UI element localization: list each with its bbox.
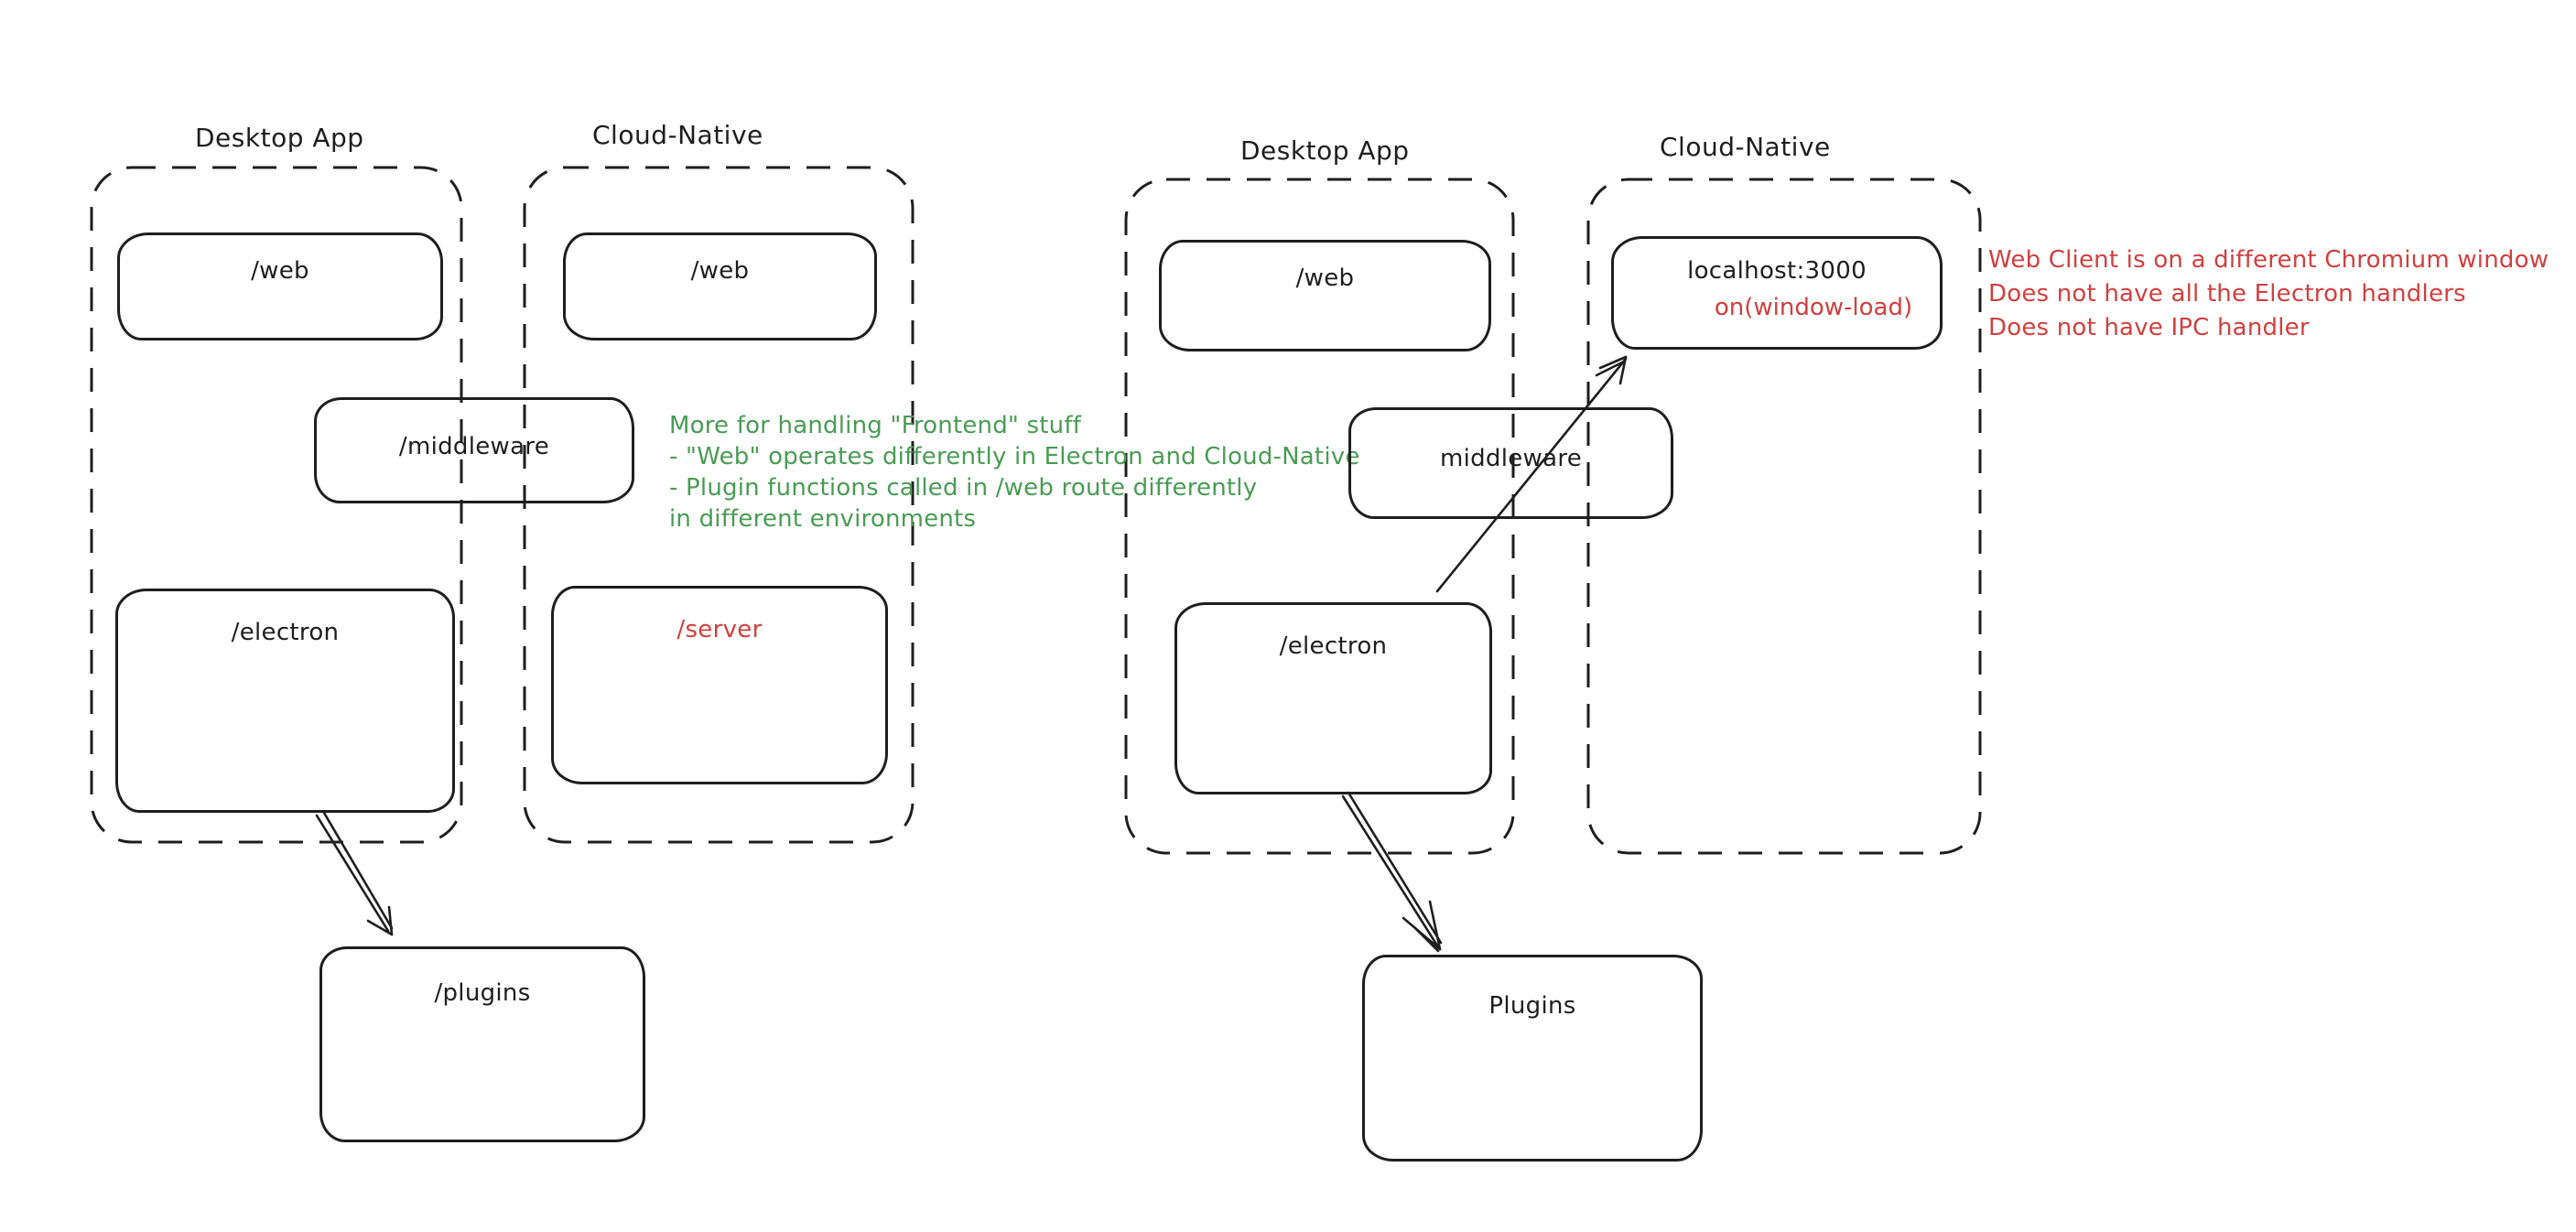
green-note-line-4: in different environments <box>669 505 977 533</box>
arrow-left-electron-to-plugins <box>315 811 394 936</box>
red-note-line-3: Does not have IPC handler <box>1988 314 2310 341</box>
right-electron-label: /electron <box>1279 632 1388 660</box>
left-middleware-box: /middleware <box>314 397 634 503</box>
left-cloud-web-label: /web <box>690 257 750 285</box>
right-web-label: /web <box>1295 265 1355 292</box>
localhost-label: localhost:3000 <box>1687 257 1867 285</box>
left-electron-box: /electron <box>115 589 455 813</box>
left-cloud-web-box: /web <box>563 232 877 340</box>
right-plugins-box: Plugins <box>1362 955 1703 1162</box>
left-server-label: /server <box>676 616 763 643</box>
right-desktop-title: Desktop App <box>1240 135 1410 166</box>
right-cloud-title: Cloud-Native <box>1660 132 1831 162</box>
right-middleware-box: middleware <box>1348 407 1673 519</box>
left-electron-label: /electron <box>231 619 340 646</box>
left-cloud-container-outline <box>523 166 915 844</box>
right-middleware-label: middleware <box>1439 445 1583 472</box>
left-plugins-label: /plugins <box>434 979 531 1007</box>
left-web-label: /web <box>251 257 309 285</box>
arrow-right-electron-to-localhost <box>1435 355 1628 593</box>
green-note-line-2: - "Web" operates differently in Electron… <box>669 443 1360 470</box>
left-middleware-label: /middleware <box>398 433 550 460</box>
green-note-line-3: - Plugin functions called in /web route … <box>669 474 1258 502</box>
red-note-line-1: Web Client is on a different Chromium wi… <box>1988 246 2549 274</box>
left-web-box: /web <box>117 232 443 340</box>
right-web-box: /web <box>1159 240 1491 351</box>
right-plugins-label: Plugins <box>1488 992 1576 1020</box>
left-server-box: /server <box>551 586 888 784</box>
left-cloud-title: Cloud-Native <box>592 120 763 150</box>
green-note-line-1: More for handling "Frontend" stuff <box>669 412 1082 439</box>
right-electron-box: /electron <box>1174 602 1492 794</box>
left-desktop-title: Desktop App <box>195 123 364 153</box>
left-desktop-container-outline <box>90 166 463 844</box>
window-load-label: on(window-load) <box>1714 294 1913 321</box>
localhost-box: localhost:3000 on(window-load) <box>1611 236 1943 350</box>
red-note-line-2: Does not have all the Electron handlers <box>1988 280 2466 308</box>
red-note: Web Client is on a different Chromium wi… <box>1988 243 2549 345</box>
green-note: More for handling "Frontend" stuff - "We… <box>669 410 1360 535</box>
left-plugins-box: /plugins <box>319 946 645 1142</box>
arrow-right-electron-to-plugins <box>1341 791 1443 953</box>
